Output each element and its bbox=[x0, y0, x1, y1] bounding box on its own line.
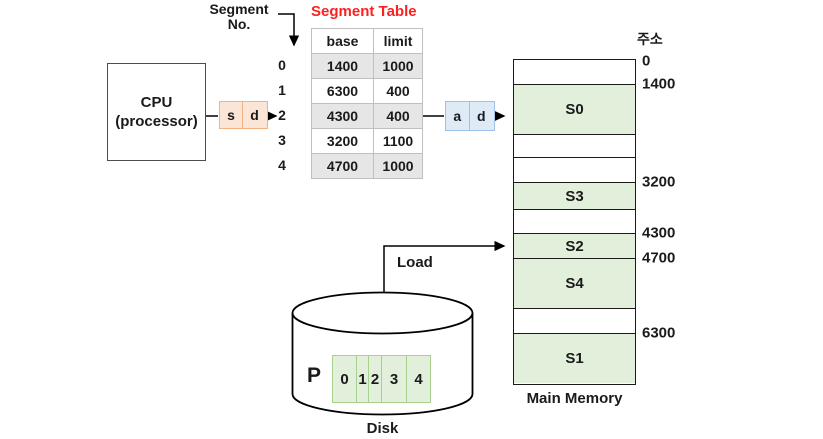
memory-free-row-5 bbox=[514, 210, 635, 234]
segment-row-number-1: 1 bbox=[278, 82, 286, 98]
memory-segment-S1: S1 bbox=[514, 334, 635, 383]
main-memory-caption: Main Memory bbox=[526, 390, 623, 407]
segment-table-cell-1-limit: 400 bbox=[373, 78, 423, 104]
segment-table-cell-3-base: 3200 bbox=[311, 128, 374, 154]
logical-address-register: s d bbox=[219, 101, 268, 129]
segment-table-cell-4-base: 4700 bbox=[311, 153, 374, 179]
segment-no-line2: No. bbox=[227, 16, 251, 32]
memory-segment-S0: S0 bbox=[514, 85, 635, 135]
physical-address-offset-cell: d bbox=[476, 108, 486, 124]
segment-table-title: Segment Table bbox=[311, 3, 417, 20]
segment-no-arrow bbox=[278, 13, 300, 47]
segment-row-number-0: 0 bbox=[278, 57, 286, 73]
segment-no-label: Segment No. bbox=[198, 2, 280, 32]
memory-address-header: 주소 bbox=[637, 31, 663, 47]
memory-segment-S4: S4 bbox=[514, 259, 635, 309]
segment-row-number-2: 2 bbox=[278, 107, 286, 123]
memory-address-4300: 4300 bbox=[642, 224, 676, 242]
segment-table-cell-0-limit: 1000 bbox=[373, 53, 423, 79]
segment-table-cell-3-limit: 1100 bbox=[373, 128, 423, 154]
memory-address-0: 0 bbox=[642, 52, 651, 70]
segment-row-number-3: 3 bbox=[278, 132, 286, 148]
memory-free-row-3 bbox=[514, 158, 635, 183]
segment-table-cell-0-base: 1400 bbox=[311, 53, 374, 79]
logical-address-segment-cell: s bbox=[220, 102, 243, 128]
memory-address-1400: 1400 bbox=[642, 75, 676, 93]
memory-segment-S2: S2 bbox=[514, 234, 635, 259]
memory-address-3200: 3200 bbox=[642, 173, 676, 191]
cpu-box: CPU (processor) bbox=[107, 63, 206, 161]
logical-address-offset-cell: d bbox=[250, 107, 259, 123]
memory-free-row-8 bbox=[514, 309, 635, 334]
disk-process-label: P bbox=[307, 364, 322, 387]
segment-row-number-4: 4 bbox=[278, 157, 286, 173]
disk-caption: Disk bbox=[366, 420, 399, 437]
segment-table-cell-1-base: 6300 bbox=[311, 78, 374, 104]
disk-segment-cell-0: 0 bbox=[332, 355, 357, 403]
segment-table-cell-4-limit: 1000 bbox=[373, 153, 423, 179]
segment-table-header-row: base limit bbox=[311, 28, 423, 54]
memory-free-row-2 bbox=[514, 135, 635, 158]
load-label: Load bbox=[397, 254, 433, 271]
segment-no-line1: Segment bbox=[209, 1, 269, 17]
disk-segment-cell-3: 3 bbox=[380, 355, 408, 403]
segment-table-cell-2-limit: 400 bbox=[373, 103, 423, 129]
cpu-label-line1: CPU bbox=[140, 94, 173, 111]
memory-segment-S3: S3 bbox=[514, 183, 635, 210]
physical-address-base-cell: a bbox=[446, 102, 470, 130]
segment-table-header-base: base bbox=[311, 28, 374, 54]
segment-table-header-limit: limit bbox=[373, 28, 423, 54]
memory-address-6300: 6300 bbox=[642, 324, 676, 342]
segment-table-cell-2-base: 4300 bbox=[311, 103, 374, 129]
memory-address-4700: 4700 bbox=[642, 249, 676, 267]
disk-segment-cell-4: 4 bbox=[406, 355, 431, 403]
memory-free-row-0 bbox=[514, 60, 635, 85]
cpu-label-line2: (processor) bbox=[115, 113, 198, 130]
physical-address-register: a d bbox=[445, 101, 495, 131]
